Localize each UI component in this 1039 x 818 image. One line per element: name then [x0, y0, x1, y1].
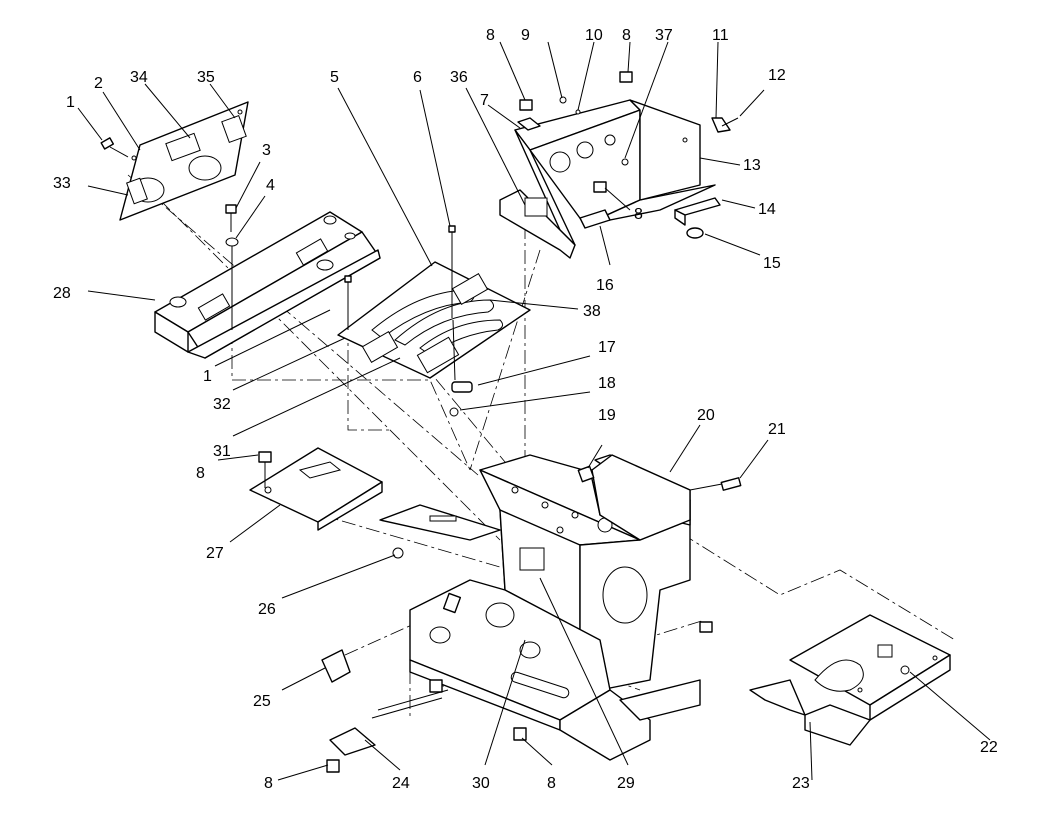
callout-labels: 1 1 2 3 4 5 6 7 8 8 8 8 8 8 9 10 11 12 1… [53, 27, 998, 792]
callout-14: 14 [758, 201, 776, 218]
callout-24: 24 [392, 775, 410, 792]
callout-17: 17 [598, 339, 616, 356]
callout-23: 23 [792, 775, 810, 792]
upper-bracket-13 [499, 99, 716, 259]
callout-32: 32 [213, 396, 231, 413]
callout-38: 38 [583, 303, 601, 320]
callout-9: 9 [521, 27, 530, 44]
callout-8: 8 [264, 775, 273, 792]
callout-29: 29 [617, 775, 635, 792]
callout-8: 8 [547, 775, 556, 792]
callout-18: 18 [598, 375, 616, 392]
callout-4: 4 [266, 177, 275, 194]
callout-2: 2 [94, 75, 103, 92]
callout-31: 31 [213, 443, 231, 460]
callout-6: 6 [413, 69, 422, 86]
leader-lines [77, 41, 991, 781]
callout-7: 7 [480, 92, 489, 109]
channel-bracket-28 [154, 211, 381, 359]
callout-22: 22 [980, 739, 998, 756]
callout-3: 3 [262, 142, 271, 159]
lower-chassis [379, 504, 701, 761]
callout-27: 27 [206, 545, 224, 562]
plate-27 [249, 447, 383, 531]
callout-5: 5 [330, 69, 339, 86]
bracket-14-16 [579, 197, 721, 239]
callout-8: 8 [486, 27, 495, 44]
callout-20: 20 [697, 407, 715, 424]
callout-15: 15 [763, 255, 781, 272]
bolt-3-washer-4 [225, 204, 239, 330]
screw-1 [100, 137, 129, 158]
callout-1: 1 [66, 94, 75, 111]
callout-26: 26 [258, 601, 276, 618]
callout-30: 30 [472, 775, 490, 792]
callout-28: 28 [53, 285, 71, 302]
callout-1: 1 [203, 368, 212, 385]
screws-plate [344, 225, 456, 330]
plate-5 [337, 261, 531, 379]
callout-16: 16 [596, 277, 614, 294]
callout-35: 35 [197, 69, 215, 86]
side-plate-20 [577, 454, 742, 541]
callout-25: 25 [253, 693, 271, 710]
callout-21: 21 [768, 421, 786, 438]
fasteners-upper [517, 71, 739, 193]
callout-8: 8 [622, 27, 631, 44]
fasteners-lower [321, 621, 713, 773]
callout-34: 34 [130, 69, 148, 86]
callout-10: 10 [585, 27, 603, 44]
callout-19: 19 [598, 407, 616, 424]
panel-plate-33 [119, 101, 249, 221]
callout-11: 11 [712, 27, 729, 44]
callout-33: 33 [53, 175, 71, 192]
callout-13: 13 [743, 157, 761, 174]
base-plate-22 [749, 614, 951, 746]
fitting-17-18 [449, 319, 473, 417]
callout-37: 37 [655, 27, 673, 44]
callout-36: 36 [450, 69, 468, 86]
callout-12: 12 [768, 67, 786, 84]
callout-8: 8 [196, 465, 205, 482]
callout-8: 8 [634, 206, 643, 223]
